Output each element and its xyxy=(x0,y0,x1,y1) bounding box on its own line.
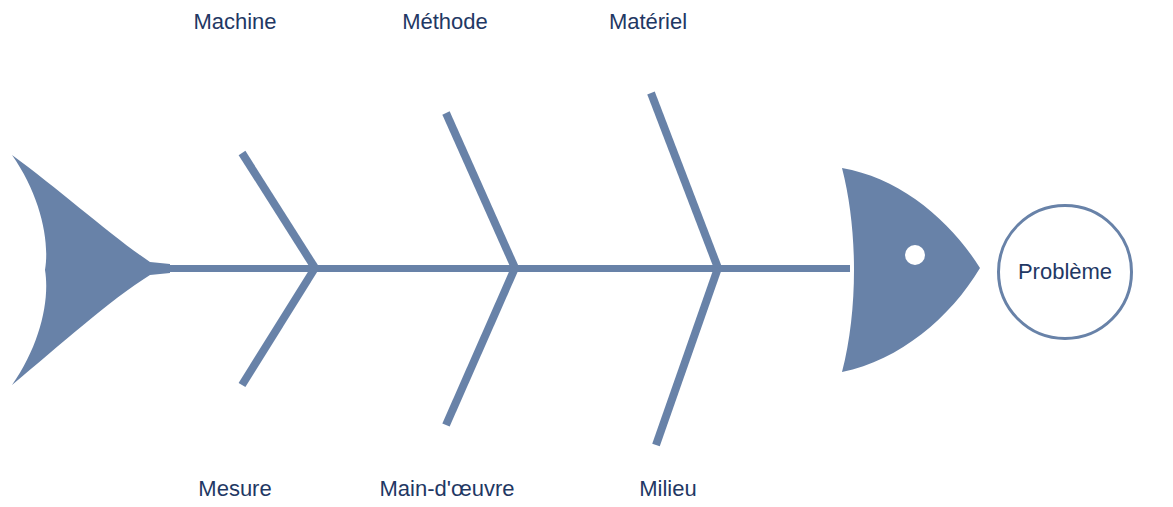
fish-head xyxy=(842,168,980,372)
circle-shape xyxy=(999,206,1132,339)
problem-text: Problème xyxy=(1018,259,1112,285)
fish-bone xyxy=(651,93,718,268)
fish-spine xyxy=(160,265,850,272)
fish-bone xyxy=(242,153,315,268)
fish-eye xyxy=(905,245,925,265)
category-label: Mesure xyxy=(198,476,271,502)
category-label: Machine xyxy=(193,9,276,35)
fish-bone xyxy=(242,268,315,385)
category-label: Méthode xyxy=(402,9,488,35)
problem-circle: Problème xyxy=(997,204,1133,340)
category-label: Main-d'œuvre xyxy=(379,476,514,502)
fish-bone xyxy=(446,268,515,425)
category-label: Milieu xyxy=(639,476,696,502)
fish-bone xyxy=(656,268,718,445)
fish-bone xyxy=(446,113,515,268)
category-label: Matériel xyxy=(609,9,687,35)
fish-tail xyxy=(12,155,170,385)
